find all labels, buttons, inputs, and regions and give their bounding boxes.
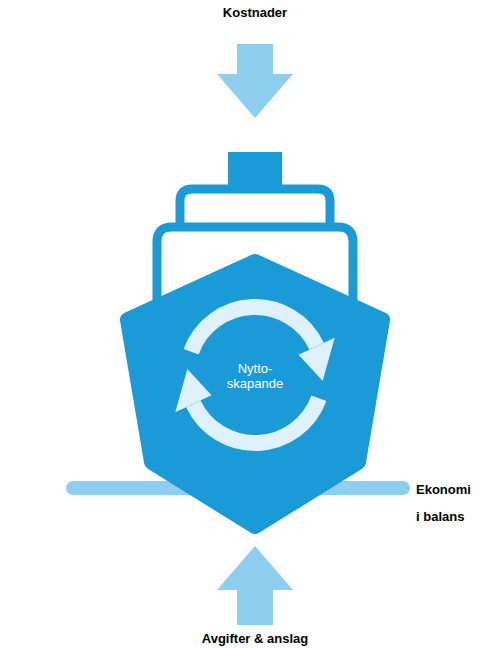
- ship-cabin: [180, 189, 330, 228]
- hub-label: Nytto- skapande: [219, 361, 291, 391]
- cycle-arrow: [191, 307, 317, 352]
- ship-body: Nytto- skapande: [110, 250, 400, 540]
- cycle-arrow: [193, 398, 319, 443]
- cycle-arrowhead: [175, 369, 211, 412]
- flow-label: Avgifter & anslag: [202, 631, 308, 647]
- cycle-arrowhead: [299, 338, 335, 381]
- ship-hull: [128, 262, 382, 526]
- flow-label: Kostnader: [223, 5, 287, 21]
- balance-label: Ekonomi i balans: [416, 476, 478, 530]
- ship-chimney: [228, 152, 282, 186]
- inflow-arrow: [217, 44, 293, 118]
- inflow-arrow: [217, 546, 293, 625]
- ship-outline: [110, 250, 400, 540]
